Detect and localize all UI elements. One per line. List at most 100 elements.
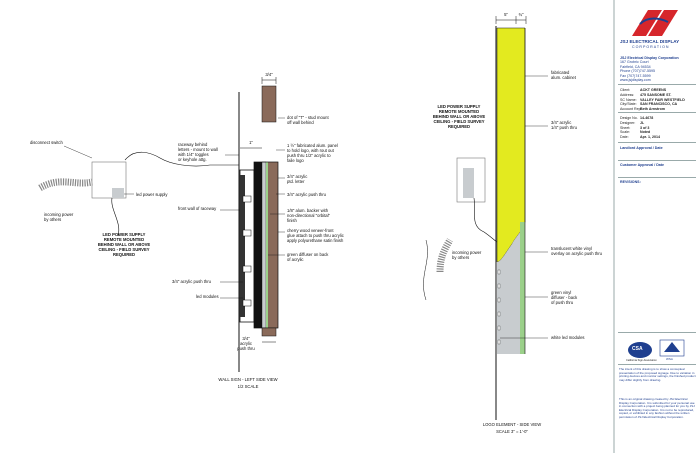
led-module-1 [242, 195, 252, 203]
green-vinyl [520, 222, 525, 354]
raceway-wall [240, 175, 245, 317]
label-acrylic-letter: 3/4" acrylic ptd. letter [287, 174, 308, 184]
company-name: JSJ ELECTRICAL DISPLAY [620, 39, 680, 44]
label-remote-mount: LED POWER SUPPLY REMOTE MOUNTED BEHIND W… [97, 232, 151, 257]
wsa-label: WSA [666, 357, 673, 361]
info-row-value: SAN FRANCISCO, CA [640, 102, 678, 107]
dim-5in-label: 5" [504, 12, 508, 17]
right-view-title: LOGO ELEMENT - SIDE VIEW [482, 422, 542, 427]
landlord-approval: Landlord Approval / Date [620, 146, 663, 150]
address-line: Fairfield, CA 94534 [620, 64, 651, 69]
wood-veneer-panel [268, 162, 278, 328]
label-led-power-supply: led power supply [136, 192, 168, 197]
revisions-header: REVISIONS: [620, 180, 641, 184]
company-corporation: CORPORATION [632, 45, 670, 49]
address-line: Phone (707)747-5595 [620, 69, 655, 74]
label-cherry-wood: cherry wood veneer-front glue attach to … [287, 228, 344, 243]
conduit [38, 178, 93, 192]
info-row-key: Account Rep. [620, 107, 642, 112]
acrylic-face-dark [254, 162, 262, 328]
design-row-key: Sheet: [620, 125, 631, 130]
csa-badge [628, 342, 652, 358]
design-row-key: Designer: [620, 120, 636, 125]
design-row-value: JL [640, 120, 645, 125]
right-view [423, 16, 548, 420]
info-row-value: Beth Arnstrom [640, 107, 666, 112]
address-line: Fax (707)747-5599 [620, 73, 651, 78]
top-stud-block [262, 86, 276, 122]
label-stud-mount: dot of "T" - stud mount off wall behind [287, 115, 329, 125]
label-push-thru-left: 3/4" acrylic push thru [172, 279, 211, 284]
design-row-key: Design No. [620, 116, 638, 120]
dim-3q-label: ¾" [518, 12, 524, 17]
label-front-wall-raceway: front wall of raceway [178, 206, 217, 211]
right-wire [473, 197, 498, 243]
info-row: Address: 475 SANSOME ST. [620, 93, 671, 97]
label-green-diffuser: green diffuser on back of acrylic [287, 252, 329, 262]
customer-approval: Customer Approval / Date [620, 163, 664, 167]
label-alum-panel: 1 ½" fabricated alum. panel to hold logo… [287, 143, 338, 163]
design-row-key: Date: [620, 135, 629, 140]
address-line: 167 Grobric Court [620, 60, 649, 65]
label-led-modules: led modules [196, 294, 219, 299]
led-module-3 [242, 265, 252, 273]
label-fabricated-cabinet: fabricated alum. cabinet [551, 70, 576, 80]
csa-sub: California Sign Association [626, 359, 657, 362]
disclaimer: The intent of this drawing is to show a … [619, 367, 696, 382]
design-row-value: Apr. 1, 2014 [640, 135, 660, 140]
power-supply-box [112, 188, 124, 198]
address-line: JSJ Electrical Display Corporation [620, 56, 679, 60]
bottom-block [261, 327, 277, 337]
led-module-2 [242, 229, 252, 237]
design-row-key: Scale: [620, 130, 630, 135]
design-row: Scale: Noted [620, 130, 650, 134]
left-leaders [220, 117, 285, 299]
right-conduit [436, 238, 454, 273]
info-row-value: 475 SANSOME ST. [640, 92, 672, 97]
wire-to-sign [124, 151, 239, 167]
design-row: Designer: JL [620, 121, 644, 125]
label-alum-backer: 1/8" alum. backer with non-directional "… [287, 208, 331, 223]
info-row-key: SC Name: [620, 97, 637, 102]
left-view-scale: 1/2 SCALE [237, 384, 259, 389]
label-push-thru-right: 3/4" acrylic push thru [287, 192, 326, 197]
label-incoming-power: incoming power by others [44, 212, 74, 222]
right-ps [463, 168, 474, 198]
green-diffuser [266, 162, 268, 328]
design-row-value: Noted [640, 130, 651, 135]
incoming-wire [111, 197, 120, 237]
push-thru-gray [497, 222, 525, 354]
info-row-value: ACKT GREENS [640, 88, 667, 92]
info-row-key: Client: [620, 88, 631, 92]
right-remote-mount: LED POWER SUPPLY REMOTE MOUNTED BEHIND W… [432, 104, 486, 129]
title-block-graphics [613, 0, 685, 453]
design-row: Sheet: 3 of 3 [620, 126, 649, 130]
label-white-led: white led modules [551, 335, 585, 340]
info-row: Account Rep.Beth Arnstrom [620, 107, 665, 111]
info-row-value: VALLEY FAIR WESTFIELD [640, 97, 685, 102]
right-view-scale: SCALE 3" = 1'-0" [496, 429, 528, 434]
right-incoming-power: incoming power by others [452, 250, 482, 260]
label-disconnect-switch: disconnect switch [30, 140, 63, 145]
design-row-value: 3 of 3 [640, 125, 650, 130]
design-row-value: 14-4678 [640, 116, 654, 120]
info-row: Client: ACKT GREENS [620, 88, 666, 92]
led-module-4 [242, 299, 252, 307]
design-row: Design No.14-4678 [620, 116, 653, 120]
info-row-key: City/State: [620, 102, 637, 107]
acrylic-push-thru [261, 161, 267, 329]
info-row: SC Name:VALLEY FAIR WESTFIELD [620, 98, 685, 102]
label-raceway-behind: raceway behind letters - mount to wall w… [178, 142, 218, 162]
right-led-modules [497, 269, 501, 345]
label-translucent-vinyl: translucent white vinyl overlay on acryl… [551, 246, 602, 256]
address-line: www.jsjdisplay.com [620, 78, 651, 82]
label-right-push-thru: 3/4" acrylic 1/4" push thru [551, 120, 577, 130]
dim-mid-label: 1" [249, 140, 253, 145]
right-leaders [500, 75, 548, 339]
label-dim-bottom: 3/4" acrylic push thru [237, 336, 255, 351]
label-green-vinyl: green vinyl diffuser - back of push thru [551, 290, 578, 305]
info-row-key: Address: [620, 92, 635, 97]
info-row: City/State:SAN FRANCISCO, CA [620, 102, 677, 106]
left-view [38, 77, 285, 372]
